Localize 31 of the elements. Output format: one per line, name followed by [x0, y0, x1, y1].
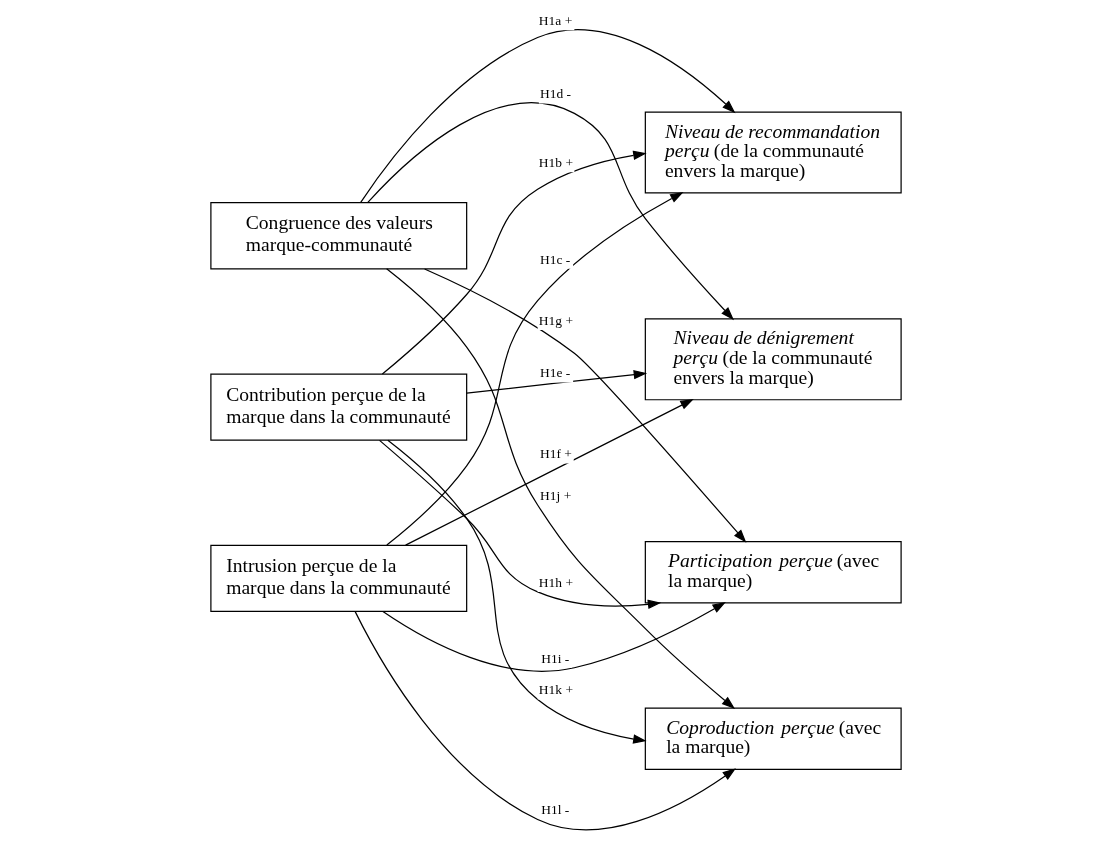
edge-label: H1i -	[540, 650, 569, 666]
edge-label: H1h +	[538, 574, 573, 590]
edge-label: H1a +	[538, 13, 572, 29]
edge-label: H1c -	[539, 251, 570, 267]
edge-label: H1b +	[538, 154, 573, 170]
edge-label: H1k +	[538, 682, 573, 698]
node-box: Congruence des valeurs marque-communauté	[209, 202, 467, 270]
node-box: Intrusion perçue de la marque dans la communauté	[209, 544, 467, 613]
node-box: Participation perçue (avec la marque)	[644, 541, 902, 604]
arrow	[354, 611, 736, 831]
edge-label: H1g +	[538, 312, 573, 328]
arrow	[386, 439, 647, 744]
node-box: Contribution perçue de la marque dans la communauté	[209, 373, 467, 441]
node-box: Niveau de dénigrement perçu (de la communauté envers la marque)	[644, 318, 902, 401]
arrow	[423, 268, 746, 543]
arrow	[465, 369, 647, 394]
edge-label: H1j +	[539, 487, 571, 503]
node-box: Coproduction perçue (avec la marque)	[644, 707, 902, 770]
arrow	[381, 602, 726, 672]
edge-label: H1d -	[539, 86, 571, 102]
edge-label: H1l -	[540, 802, 569, 818]
arrow	[381, 150, 647, 375]
edge-label: H1f +	[539, 446, 572, 462]
arrow	[404, 399, 694, 546]
node-box: Niveau de recommandation perçu (de la communauté envers la marque)	[644, 111, 902, 194]
arrow	[385, 268, 735, 709]
arrow	[385, 192, 684, 546]
edge-label: H1e -	[539, 365, 570, 381]
arrow	[359, 29, 735, 204]
arrow	[366, 102, 734, 321]
arrow	[378, 439, 661, 609]
